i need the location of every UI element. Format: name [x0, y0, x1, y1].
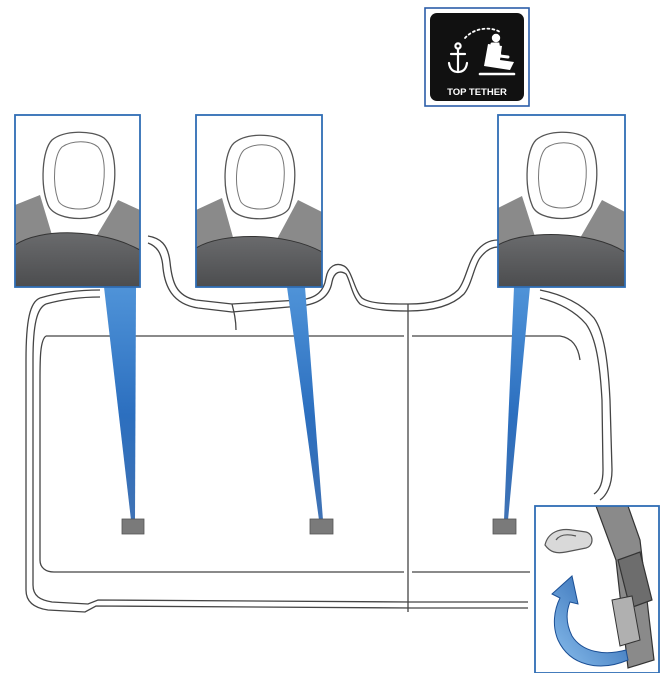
- beam-left: [104, 287, 136, 520]
- badge-label: TOP TETHER: [447, 87, 507, 98]
- top-tether-badge: TOP TETHER: [425, 8, 529, 106]
- callout-left: [15, 115, 140, 290]
- beam-center: [287, 287, 323, 520]
- beam-right: [504, 287, 530, 520]
- tether-hook-inset: [535, 506, 659, 673]
- tether-anchors: [122, 519, 516, 534]
- anchor-beams: [104, 287, 530, 520]
- anchor-point-left: [122, 519, 144, 534]
- callout-right: [498, 115, 625, 290]
- anchor-point-center: [310, 519, 333, 534]
- anchor-point-right: [493, 519, 516, 534]
- callout-center: [196, 115, 322, 290]
